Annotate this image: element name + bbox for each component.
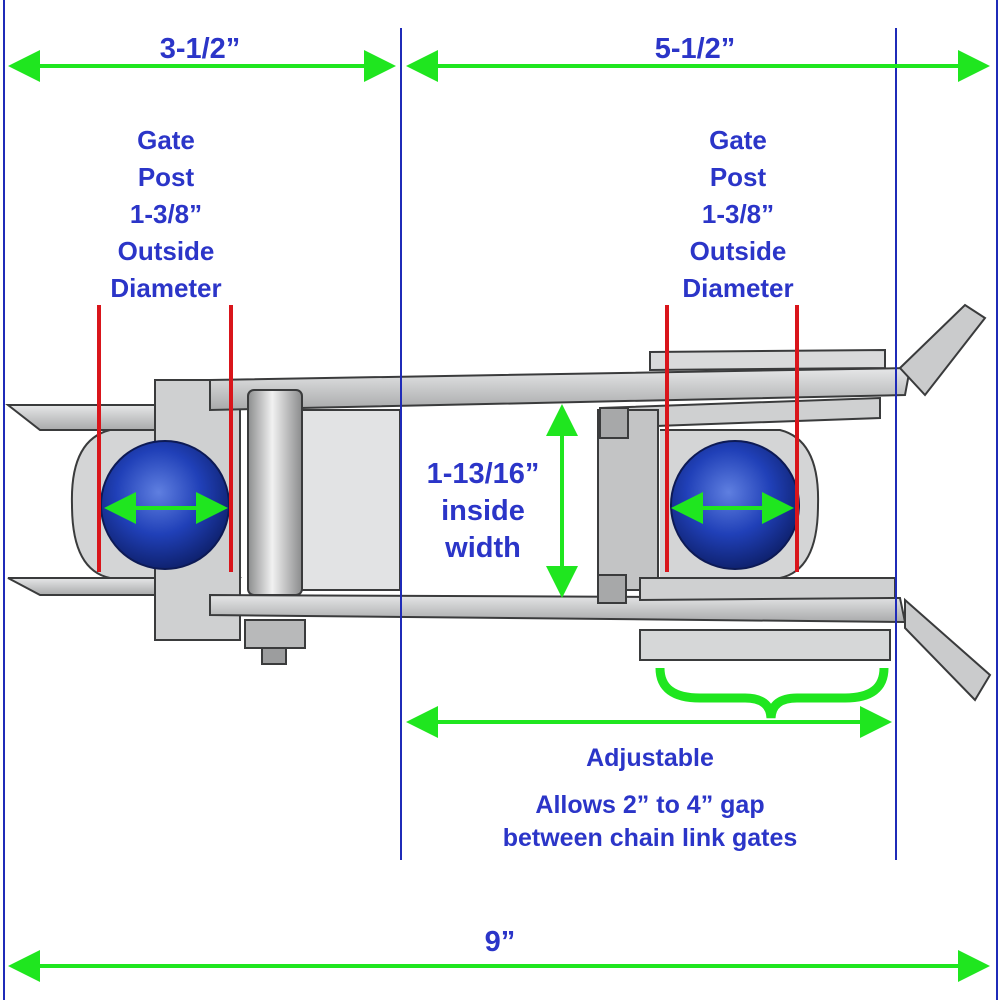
guide-lines	[3, 0, 998, 1000]
dimension-total-label: 9”	[484, 926, 516, 958]
right-post-line-3: 1-3/8”	[701, 199, 775, 229]
right-post-line-2: Post	[709, 162, 767, 192]
left-post-line-4: Outside	[117, 236, 215, 266]
right-post-line-5: Diameter	[682, 273, 794, 303]
hex-nut	[244, 619, 306, 649]
upper-angled-tab	[898, 303, 987, 397]
upper-bar	[209, 366, 912, 412]
inside-width-word-width: width	[445, 532, 521, 564]
adjustable-title: Adjustable	[586, 744, 714, 772]
adjustable-line-1: Allows 2” to 4” gap	[535, 791, 765, 819]
lower-angled-tab	[904, 597, 992, 702]
right-frame	[597, 409, 659, 591]
right-lower-plate	[639, 577, 896, 602]
right-upper-bolt	[599, 407, 629, 439]
dimension-left-label: 3-1/2”	[159, 33, 241, 65]
inside-width-word-inside: inside	[441, 495, 525, 527]
left-post-line-5: Diameter	[110, 273, 222, 303]
right-lower-bolt	[597, 574, 627, 604]
left-post-line-1: Gate	[137, 125, 195, 155]
inside-width-value: 1-13/16”	[426, 458, 540, 490]
adjustable-line-2: between chain link gates	[502, 824, 798, 852]
left-post-label: Gate Post 1-3/8” Outside Diameter	[86, 122, 246, 307]
right-top-plate	[649, 348, 886, 372]
left-post-line-3: 1-3/8”	[129, 199, 203, 229]
hinge-pin	[247, 389, 303, 596]
left-post-line-2: Post	[137, 162, 195, 192]
right-post-label: Gate Post 1-3/8” Outside Diameter	[658, 122, 818, 307]
right-bottom-plate	[639, 629, 891, 661]
post-diameter-lines	[97, 305, 799, 572]
inside-width-label: 1-13/16” inside width	[418, 456, 548, 567]
right-post-line-1: Gate	[709, 125, 767, 155]
right-post-cap	[670, 440, 800, 570]
dimension-right-label: 5-1/2”	[654, 33, 736, 65]
dimension-arrows	[8, 50, 990, 982]
center-block	[294, 409, 401, 591]
latch-hardware	[5, 303, 992, 702]
left-post-cap	[100, 440, 230, 570]
bolt-thread	[261, 647, 287, 665]
adjustable-brace	[655, 667, 889, 719]
right-post-line-4: Outside	[689, 236, 787, 266]
